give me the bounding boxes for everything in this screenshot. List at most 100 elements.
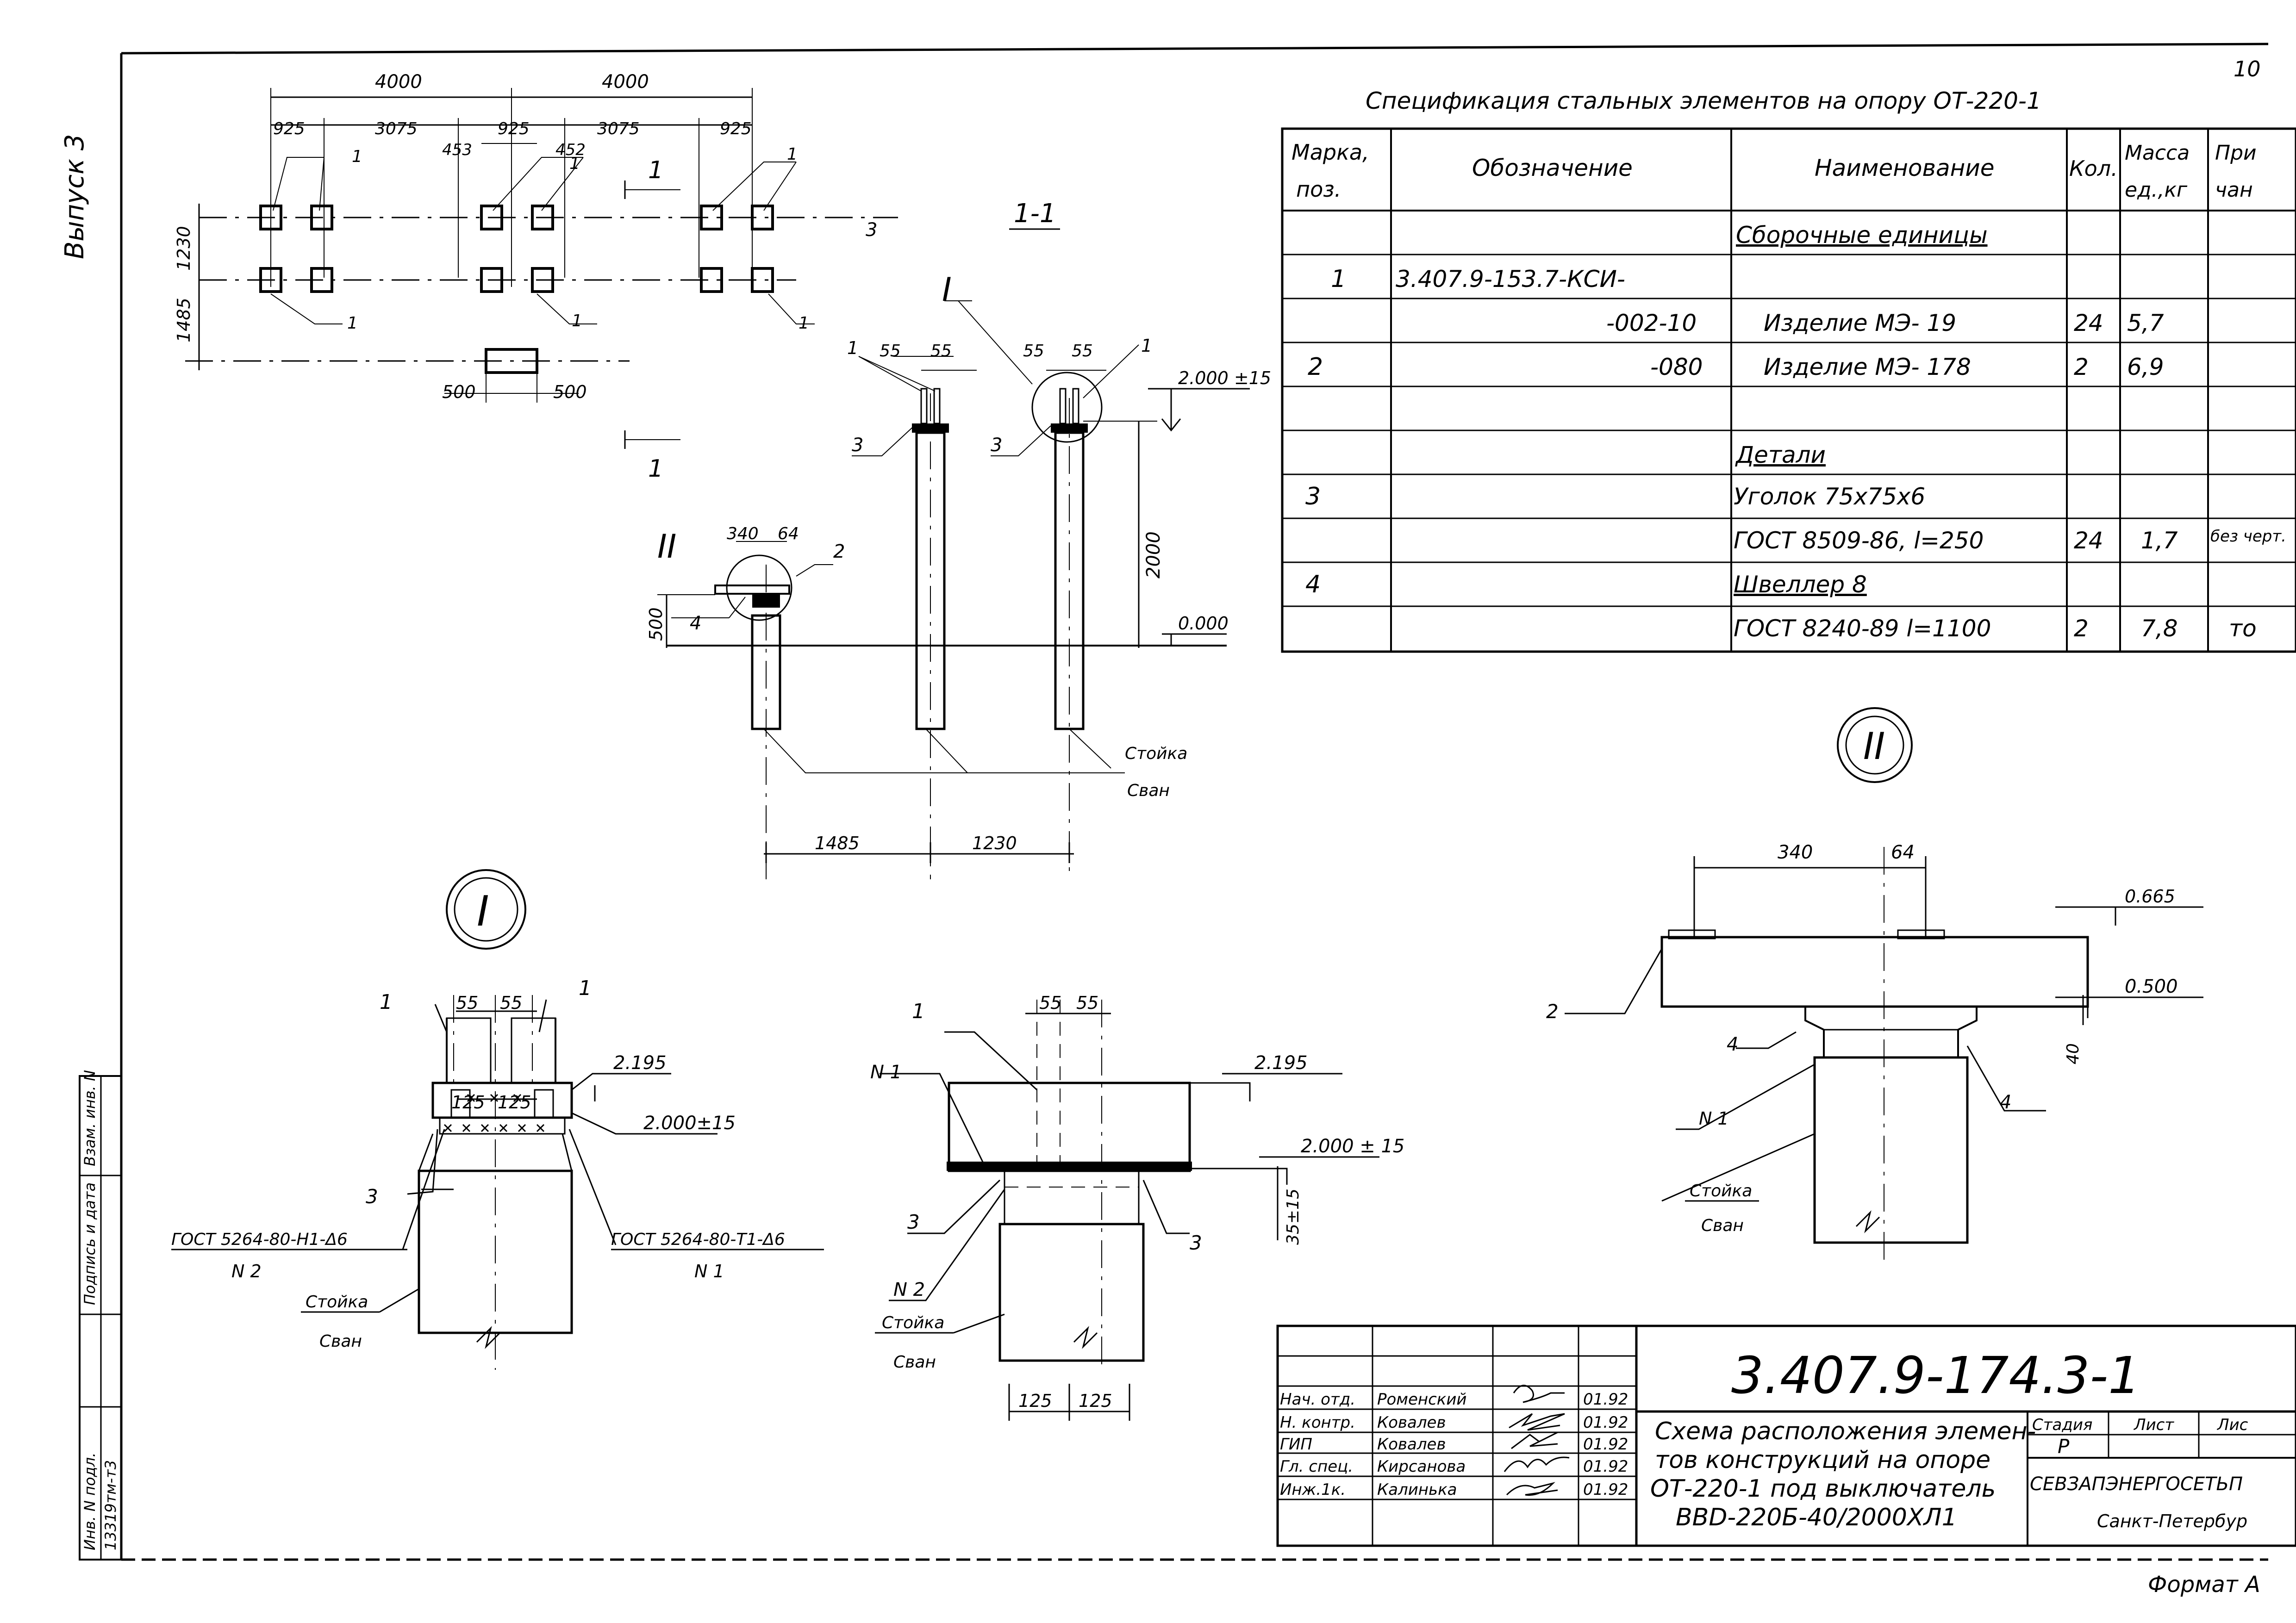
- node-I-side-pos3a: 3: [907, 1211, 920, 1233]
- sec-stoika: Стойка: [1125, 744, 1187, 763]
- plan-pos1-a: 1: [352, 147, 362, 166]
- node-I-dim125b: 125: [498, 1092, 531, 1113]
- spec-h-prim-2: чан: [2215, 178, 2253, 202]
- sec-dim-340: 340: [727, 524, 759, 543]
- node-II-n1: N 1: [1699, 1108, 1729, 1129]
- node-I-weld-left: ГОСТ 5264-80-Н1-Δ6: [171, 1230, 348, 1249]
- sec-pos3-b: 3: [991, 435, 1002, 456]
- plan-dim-452: 452: [555, 141, 586, 159]
- sec-pos1-b: 1: [1141, 336, 1152, 356]
- spec-r2-oboz: -002-10: [1606, 310, 1697, 336]
- tb-p4-date: 01.92: [1583, 1480, 1628, 1499]
- spec-h-massa-1: Масса: [2125, 141, 2190, 165]
- sec-pos2: 2: [833, 541, 845, 562]
- tb-p1-name: Ковалев: [1377, 1413, 1446, 1432]
- sec-elev-zero: 0.000: [1178, 613, 1229, 634]
- side-podpis-data: Подпись и дата: [81, 1182, 99, 1305]
- title-line-3: ОТ-220-1 под выключатель: [1650, 1475, 1996, 1503]
- tb-sheets-label: Лис: [2216, 1416, 2248, 1434]
- node-I-side-elev-2000: 2.000 ± 15: [1301, 1136, 1404, 1157]
- title-block: [1276, 1325, 2296, 1547]
- spec-r7-kol: 24: [2074, 527, 2103, 554]
- view-II-marker: II: [657, 528, 676, 566]
- tb-p4-name: Калинька: [1377, 1480, 1457, 1499]
- sec-dim-1230: 1230: [972, 833, 1017, 853]
- side-stamp: [79, 1075, 122, 1561]
- tb-p1-role: Н. контр.: [1280, 1413, 1355, 1432]
- spec-r3-mass: 6,9: [2127, 354, 2164, 380]
- plan-dim-4000-a: 4000: [375, 71, 422, 93]
- node-II-label: II: [1863, 725, 1885, 768]
- tb-stage-value: Р: [2058, 1435, 2070, 1458]
- plan-pos1-c: 1: [787, 145, 798, 164]
- node-I-side-n1: N 1: [870, 1062, 902, 1083]
- node-I-pos3: 3: [366, 1185, 378, 1208]
- side-inv-podl: Инв. N подл.: [81, 1453, 99, 1550]
- spec-r9-kol: 2: [2074, 615, 2089, 642]
- plan-dim-500-b: 500: [553, 382, 587, 402]
- sec-pos3-a: 3: [852, 435, 863, 456]
- spec-r3-kol: 2: [2074, 354, 2089, 380]
- section-title: 1-1: [1014, 199, 1056, 229]
- spec-r1-mark: 1: [1331, 265, 1346, 293]
- plan-section-mark-bottom: 1: [648, 455, 663, 483]
- tb-p4-role: Инж.1к.: [1280, 1480, 1346, 1499]
- node-I-weld-right-n: N 1: [694, 1261, 724, 1281]
- plan-dim-925-b: 925: [498, 119, 530, 138]
- spec-h-mark-2: поз.: [1296, 177, 1341, 202]
- node-I-front: [171, 869, 824, 1370]
- format-label: Формат А: [2148, 1572, 2260, 1598]
- spec-r7-mass: 1,7: [2141, 527, 2178, 554]
- node-I-pos1a: 1: [380, 990, 393, 1014]
- spec-h-oboz: Обозначение: [1472, 155, 1633, 181]
- tb-p3-date: 01.92: [1583, 1457, 1628, 1476]
- sec-dim-64: 64: [778, 524, 799, 543]
- node-I-svaya: Сван: [319, 1332, 362, 1351]
- plan-pos1-e: 1: [572, 311, 582, 330]
- plan-section-mark-top: 1: [648, 156, 663, 184]
- tb-p0-name: Роменский: [1377, 1390, 1467, 1409]
- spec-r9-prim: то: [2229, 615, 2257, 642]
- node-I-side-n2: N 2: [893, 1279, 925, 1300]
- side-inv-value: 13319тм-т3: [102, 1460, 119, 1550]
- sec-dim-1485: 1485: [815, 833, 860, 853]
- node-II-elev-top: 0.665: [2125, 886, 2175, 907]
- node-II-pos2: 2: [1546, 1000, 1559, 1023]
- node-II-pos4a: 4: [1727, 1034, 1738, 1055]
- title-line-2: тов конструкций на опоре: [1655, 1446, 1990, 1474]
- plan-dim-3075-b: 3075: [597, 119, 640, 138]
- sec-svaya: Сван: [1127, 781, 1170, 800]
- plan-dim-1485: 1485: [174, 298, 194, 342]
- sec-elev-top: 2.000 ±15: [1178, 368, 1271, 388]
- node-I-side-dim125b: 125: [1079, 1391, 1112, 1411]
- plan-view: [185, 88, 898, 449]
- plan-dim-925-a: 925: [273, 119, 305, 138]
- doc-code: 3.407.9-174.3-1: [1731, 1346, 2140, 1405]
- sec-dim-55-a: 55: [880, 342, 901, 361]
- spec-r8-naim: Швеллер 8: [1734, 571, 1867, 598]
- plan-dim-925-c: 925: [720, 119, 752, 138]
- spec-h-massa-2: ед.,кг: [2125, 178, 2188, 202]
- spec-r2-kol: 24: [2074, 310, 2103, 336]
- sec-dim-55-d: 55: [1072, 342, 1093, 361]
- node-II-dim340: 340: [1778, 842, 1813, 863]
- plan-dim-4000-b: 4000: [602, 71, 649, 93]
- spec-title: Спецификация стальных элементов на опору…: [1366, 87, 2041, 114]
- spec-r3-naim: Изделие МЭ- 178: [1764, 354, 1971, 380]
- plan-dim-500-a: 500: [442, 382, 476, 402]
- tb-p2-date: 01.92: [1583, 1435, 1628, 1454]
- node-II-svaya: Сван: [1701, 1216, 1744, 1235]
- spec-r1-oboz: 3.407.9-153.7-КСИ-: [1396, 266, 1625, 292]
- node-II-stoika: Стойка: [1690, 1181, 1752, 1200]
- spec-r2-mass: 5,7: [2127, 310, 2164, 336]
- node-I-side-pos1: 1: [912, 1000, 925, 1023]
- sec-pos4: 4: [690, 613, 701, 634]
- sec-dim-2000: 2000: [1143, 531, 1164, 578]
- title-line-4: ВВD-220Б-40/2000ХЛ1: [1676, 1504, 1957, 1531]
- plan-pos1-f: 1: [799, 314, 809, 333]
- node-I-side-stoika: Стойка: [882, 1313, 944, 1332]
- node-II-pos4b: 4: [2000, 1092, 2011, 1113]
- spec-r3-mark: 2: [1308, 353, 1323, 381]
- spec-r9-mass: 7,8: [2141, 615, 2178, 642]
- node-I-weld-right: ГОСТ 5264-80-Т1-Δ6: [611, 1230, 785, 1249]
